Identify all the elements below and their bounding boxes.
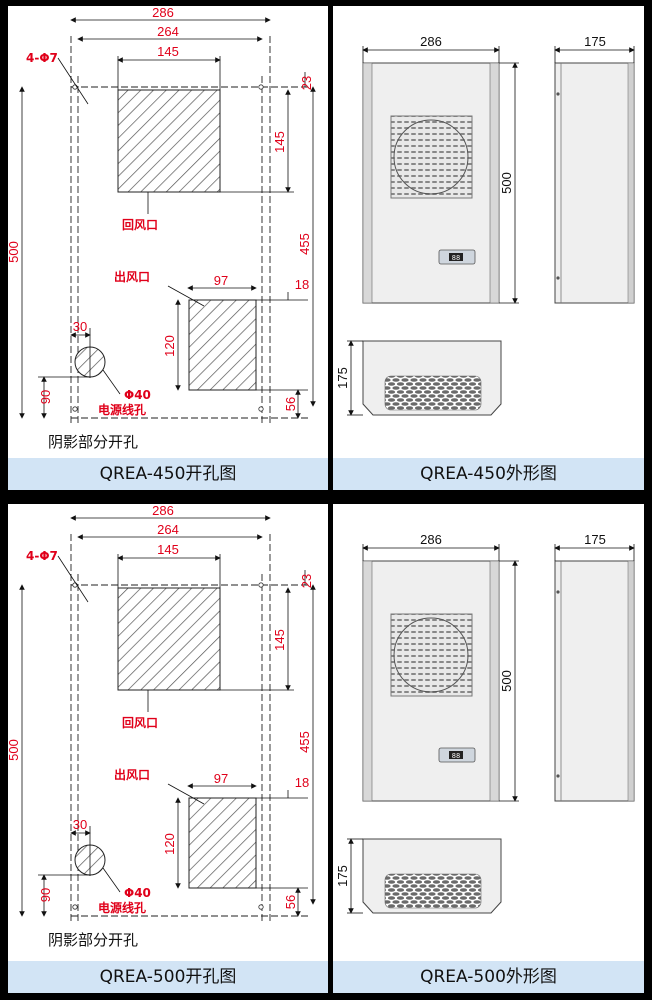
dim-width: 286	[420, 34, 442, 49]
mount-hole-tr	[258, 582, 264, 588]
label-outlet-air: 出风口	[114, 269, 150, 284]
dim-cable-height: 90	[38, 390, 53, 404]
dim-bottom-offset: 56	[283, 397, 298, 411]
dim-width: 286	[420, 532, 442, 547]
mount-hole-bl	[72, 406, 78, 412]
side-body	[554, 560, 635, 802]
bottom-vent	[384, 375, 482, 411]
dim-hole-spacing: 264	[157, 522, 179, 537]
cutout-panel-450: 286 264 145 97 500 23 145 455 18 120 56 …	[8, 6, 328, 490]
dim-top-hole-width: 145	[157, 44, 179, 59]
dim-bottom-hole-height: 120	[162, 833, 177, 855]
label-cable-diameter: Φ40	[124, 886, 151, 900]
dim-bottom-hole-width: 97	[214, 771, 228, 786]
outline-panel-500: 88 286 175 500 175 QREA-500外形图	[333, 504, 644, 993]
dim-bottom-hole-width: 97	[214, 273, 228, 288]
label-shaded-note: 阴影部分开孔	[48, 931, 138, 949]
display-readout: 88	[452, 254, 460, 262]
cutout-panel-500: 286 264 145 97 500 23 145 455 18 120 56 …	[8, 504, 328, 993]
cutout-drawing: 286 264 145 97 500 23 145 455 18 120 56 …	[8, 504, 316, 949]
fan-grill	[390, 613, 473, 697]
dim-bottom-depth: 175	[335, 367, 350, 389]
dim-top-offset: 23	[299, 76, 314, 90]
outlet-air-cutout	[188, 797, 257, 889]
dim-hole-spacing: 264	[157, 24, 179, 39]
dim-top-hole-width: 145	[157, 542, 179, 557]
mount-hole-br	[258, 904, 264, 910]
dim-width: 286	[152, 6, 174, 20]
dim-span: 455	[297, 731, 312, 753]
fan-grill	[390, 115, 473, 199]
label-cable-hole: 电源线孔	[98, 402, 146, 417]
dim-bottom-offset: 56	[283, 895, 298, 909]
dim-width: 286	[152, 504, 174, 518]
label-cable-hole: 电源线孔	[98, 900, 146, 915]
outline-drawing: 88 286 175 500 175	[335, 34, 635, 416]
label-outlet-air: 出风口	[114, 767, 150, 782]
label-cable-diameter: Φ40	[124, 388, 151, 402]
dim-height: 500	[499, 670, 514, 692]
return-air-cutout	[117, 89, 221, 193]
dim-side-offset: 18	[295, 775, 309, 790]
dim-height: 500	[8, 241, 21, 263]
dim-top-offset: 23	[299, 574, 314, 588]
dim-side-offset: 18	[295, 277, 309, 292]
dim-height: 500	[499, 172, 514, 194]
label-return-air: 回风口	[122, 218, 158, 232]
mount-hole-bl	[72, 904, 78, 910]
dim-depth: 175	[584, 34, 606, 49]
label-shaded-note: 阴影部分开孔	[48, 433, 138, 451]
dim-span: 455	[297, 233, 312, 255]
mount-hole-br	[258, 406, 264, 412]
caption: QREA-500外形图	[333, 961, 644, 993]
return-air-cutout	[117, 587, 221, 691]
dim-top-hole-height: 145	[272, 629, 287, 651]
caption: QREA-500开孔图	[8, 961, 328, 993]
dim-height: 500	[8, 739, 21, 761]
caption: QREA-450外形图	[333, 458, 644, 490]
display-readout: 88	[452, 752, 460, 760]
mount-hole-tr	[258, 84, 264, 90]
outline-panel-450: 88 286 175 500 175 QREA-450外形图	[333, 6, 644, 490]
dim-top-hole-height: 145	[272, 131, 287, 153]
bottom-vent	[384, 873, 482, 909]
label-mount-holes: 4-Φ7	[26, 51, 58, 65]
caption: QREA-450开孔图	[8, 458, 328, 490]
dim-depth: 175	[584, 532, 606, 547]
dim-cable-height: 90	[38, 888, 53, 902]
side-body	[554, 62, 635, 304]
outlet-air-cutout	[188, 299, 257, 391]
label-return-air: 回风口	[122, 716, 158, 730]
cutout-drawing: 286 264 145 97 500 23 145 455 18 120 56 …	[8, 6, 316, 451]
dim-bottom-depth: 175	[335, 865, 350, 887]
dim-cable-offset: 30	[73, 817, 87, 832]
dim-bottom-hole-height: 120	[162, 335, 177, 357]
dim-cable-offset: 30	[73, 319, 87, 334]
outline-drawing: 88 286 175 500 175	[335, 532, 635, 914]
label-mount-holes: 4-Φ7	[26, 549, 58, 563]
